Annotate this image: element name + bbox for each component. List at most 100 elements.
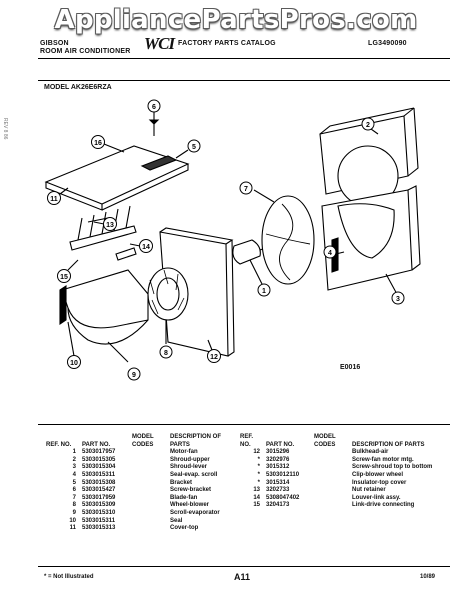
model-code-cell [314,502,352,510]
model-code-cell [132,525,170,533]
link-shape [115,247,137,261]
callout-13-label: 13 [106,222,114,229]
callout-12 [207,349,221,363]
callout-15-label: 15 [60,274,68,281]
callout-13 [103,217,117,231]
model-header: MODEL CODES [132,434,154,448]
callout-8 [159,345,173,359]
exploded-parts-diagram: 6 5 16 11 13 14 15 10 9 8 12 1 7 2 4 3 [44,99,421,381]
ref-header: REF. NO. [46,441,72,448]
description-cell: Seal-evap. scroll [170,471,218,478]
ref-cell: 14 [253,494,260,501]
site-watermark: AppliancePartsPros.com [54,5,418,35]
description-cell: Shroud-lever [170,464,208,471]
desc-header: DESCRIPTION OF PARTS [352,441,425,448]
model-code-cell [314,495,352,503]
catalog-title: FACTORY PARTS CATALOG [178,40,276,47]
brand-name: GIBSON [40,40,69,47]
model-code-cell [314,449,352,457]
ref-cell: 8 [72,502,76,509]
model-code-cell [132,472,170,480]
model-code-cell [132,449,170,457]
top-cover-edge-2 [101,164,189,211]
callout-15 [57,269,71,283]
model-header: MODEL CODES [314,434,336,448]
callout-12-label: 12 [210,354,218,361]
diagram-code: E0016 [340,364,361,371]
model-code-cell [314,457,352,465]
scroll-curve [67,307,149,329]
description-cell: Cover-top [170,525,199,532]
part-number-cell: 5303015311 [82,517,116,524]
description-cell: Screw-bracket [170,487,212,494]
callout-16-label: 16 [94,140,102,147]
description-cell: Bulkhead-air [352,449,389,456]
description-cell: Blade-fan [170,494,198,501]
ref-cell: 2 [72,456,76,463]
footer-rule [38,566,450,567]
parts-table-right: REF. NO. PART NO. MODEL CODES DESCRIPTIO… [240,434,432,510]
description-cell: Louver-link assy. [352,494,401,501]
part-number-cell: 3202733 [266,487,290,494]
part-number-cell: 5303015304 [82,464,116,471]
callout-1-label: 1 [262,288,266,295]
description-cell: Clip-blower wheel [352,471,404,478]
part-number-cell: 5303015313 [82,525,116,532]
description-cell: Link-drive connecting [352,502,415,509]
part-number-cell: 3015314 [266,479,290,486]
table-row: 6 5303015427 Screw-bracket [46,487,240,495]
callout-6 [147,99,161,113]
evap-scroll-shape [61,269,149,345]
table-top-rule [38,424,450,425]
callout-8-label: 8 [164,350,168,357]
ref-cell: 9 [72,509,76,516]
ref-cell: 5 [72,479,76,486]
ref-cell: 6 [72,487,76,494]
callout-9 [127,367,141,381]
callout-7-label: 7 [244,186,248,193]
table-header-row: REF. NO. PART NO. MODEL CODES DESCRIPTIO… [240,434,432,449]
description-cell: Screw-shroud top to bottom [352,464,433,471]
part-number-cell: 5303015427 [82,487,116,494]
model-code-cell [132,518,170,526]
callout-1 [257,283,271,297]
description-cell: Wheel-blower [170,502,210,509]
model-code-cell [132,464,170,472]
model-rule [38,80,450,81]
table-row: 10 5303015311 Seal [46,518,240,526]
callout-11 [47,191,61,205]
callout-2-label: 2 [366,122,370,129]
ref-cell: 10 [69,517,76,524]
callout-10 [67,355,81,369]
part-number-cell: 3015312 [266,464,290,471]
callout-2 [361,117,375,131]
callout-3-label: 3 [396,296,400,303]
description-cell: Nut retainer [352,487,386,494]
part-number-cell: 3202976 [266,456,290,463]
part-number-cell: 5303015309 [82,502,116,509]
ref-cell: 7 [72,494,76,501]
part-number-cell: 3204173 [266,502,290,509]
model-code-cell [132,495,170,503]
part-number-cell: 5303015311 [82,471,116,478]
description-cell: Seal [170,517,183,524]
fan-motor-shape [232,239,261,265]
callout-3 [391,291,405,305]
desc-header: DESCRIPTION OF PARTS [170,434,222,448]
wci-logo: WCI [144,34,175,53]
description-cell: Screw-fan motor mtg. [352,456,414,463]
description-cell: Insulator-top cover [352,479,407,486]
nut-retainer-shape [87,217,109,223]
table-header-row: REF. NO. PART NO. MODEL CODES DESCRIPTIO… [46,434,240,449]
callout-5 [187,139,201,153]
